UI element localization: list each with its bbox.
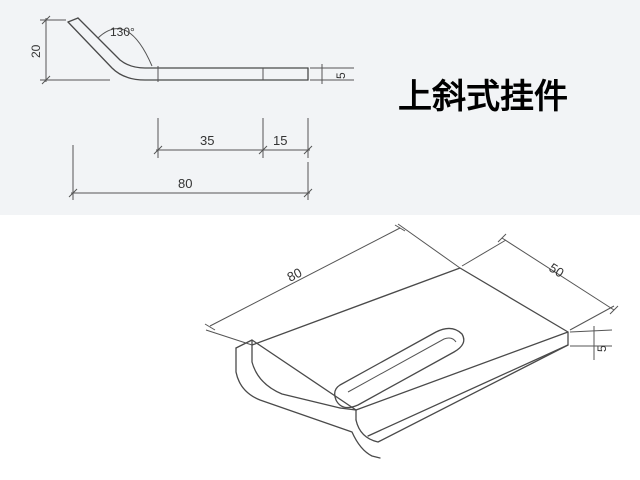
segment-b-label: 15 xyxy=(273,133,287,148)
plate-top-face xyxy=(251,267,569,411)
drawing-title: 上斜式挂件 xyxy=(398,77,568,117)
iso-width-label: 50 xyxy=(546,260,566,280)
lip-outer xyxy=(235,347,381,459)
isometric-view: 80 50 5 xyxy=(204,223,619,459)
side-view-background xyxy=(0,0,640,215)
lip-inner-bend xyxy=(355,344,569,443)
angle-label: 130° xyxy=(110,25,135,39)
segment-a-label: 35 xyxy=(200,133,214,148)
height-tick-bottom xyxy=(41,75,51,85)
iso-len-tick-1 xyxy=(204,323,216,331)
total-length-label: 80 xyxy=(178,176,192,191)
bracket-profile-inner xyxy=(77,17,309,69)
iso-wid-ext-1 xyxy=(461,239,507,267)
iso-len-dim-line xyxy=(209,227,401,327)
iso-thk-ext-1 xyxy=(569,329,613,333)
iso-wid-ext-2 xyxy=(569,305,615,331)
total-tick-left xyxy=(68,188,78,198)
total-tick-right xyxy=(303,188,313,198)
iso-length-label: 80 xyxy=(285,265,305,285)
mounting-slot-inner xyxy=(347,337,457,393)
lip-top xyxy=(235,339,357,421)
bracket-tip xyxy=(67,17,79,23)
iso-wid-dim-line xyxy=(501,237,615,311)
iso-len-tick-2 xyxy=(394,224,406,232)
iso-wid-tick-1 xyxy=(497,233,507,243)
iso-len-ext-1 xyxy=(205,329,253,346)
seg-tick-3 xyxy=(303,145,313,155)
iso-wid-tick-2 xyxy=(609,305,619,315)
seg-tick-2 xyxy=(258,145,268,155)
iso-len-ext-2 xyxy=(397,223,461,269)
height-label: 20 xyxy=(29,44,43,58)
height-tick-top xyxy=(41,15,51,25)
lip-front xyxy=(251,339,341,409)
plate-right-edge xyxy=(367,331,569,437)
lip-corner xyxy=(339,407,357,411)
seg-tick-1 xyxy=(153,145,163,155)
thickness-label: 5 xyxy=(334,72,348,79)
angle-arc xyxy=(97,28,153,67)
side-view: 130° 20 5 35 15 xyxy=(29,15,354,200)
bracket-profile-outer xyxy=(67,21,309,81)
mounting-slot xyxy=(334,327,465,409)
iso-thickness-label: 5 xyxy=(595,345,609,352)
